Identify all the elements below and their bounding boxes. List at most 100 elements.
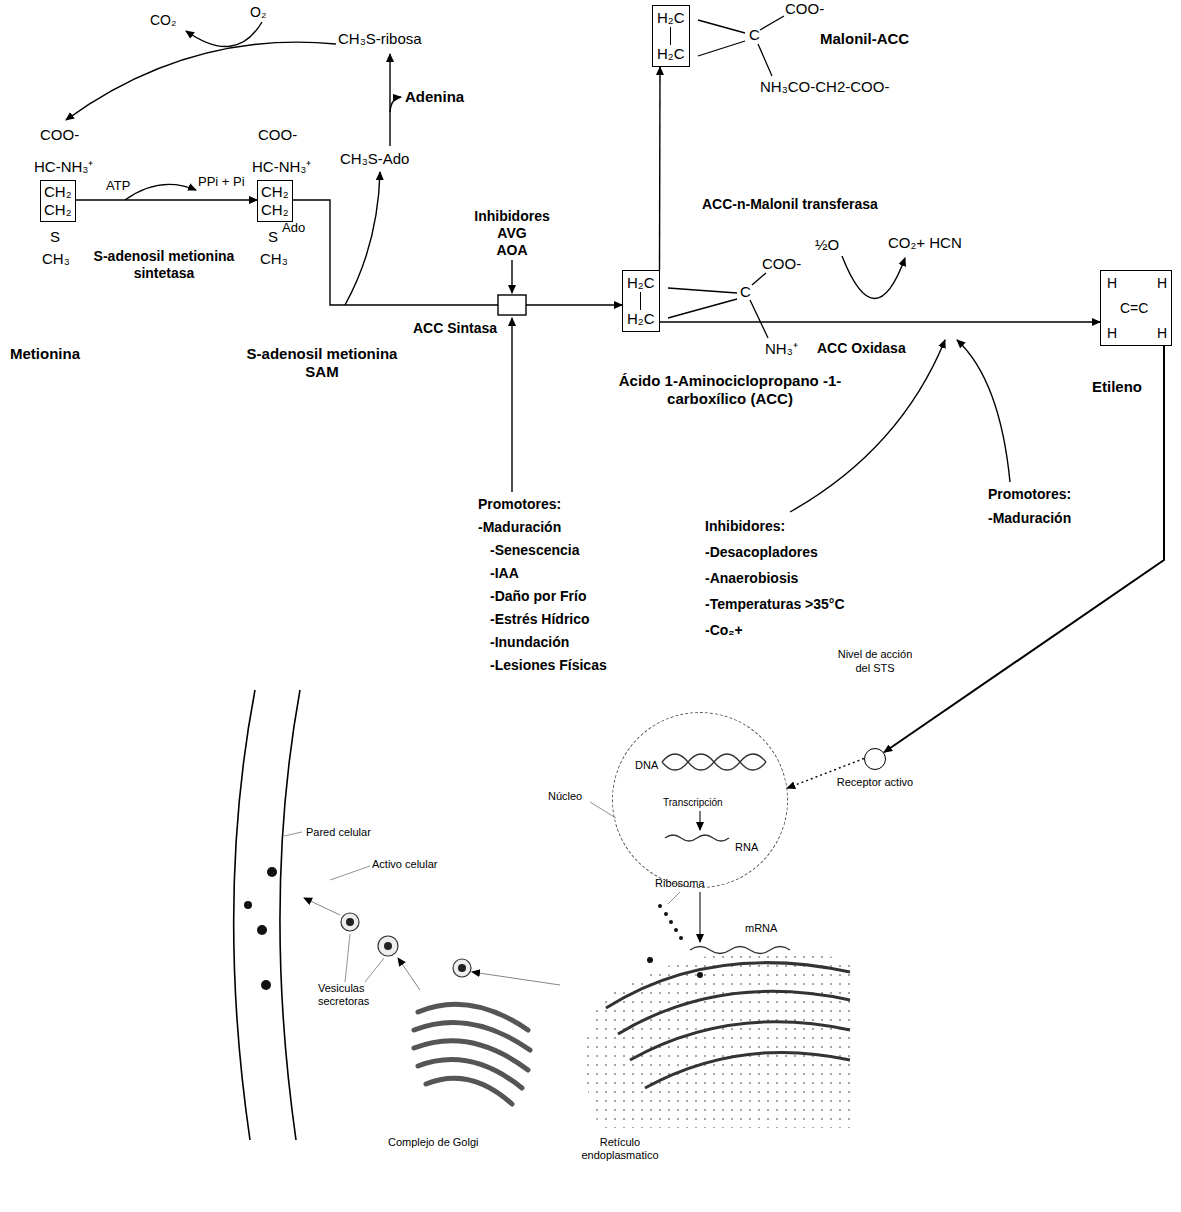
reaction-arrow — [957, 340, 1010, 482]
dna-helix — [662, 754, 766, 841]
golgi-complex — [414, 1004, 530, 1104]
atom-text: H — [1107, 275, 1117, 291]
receptor-text: Receptor activo — [830, 776, 920, 790]
label-text: -Temperaturas >35°C — [705, 596, 845, 613]
label-text: -Lesiones Físicas — [490, 657, 607, 674]
label-text: Retículo endoplasmatico — [560, 1136, 680, 1162]
reaction-arrow — [389, 54, 390, 146]
ribosome — [679, 936, 683, 940]
golgi-complex — [414, 1041, 528, 1070]
nucleus-text: RNA — [735, 841, 758, 853]
leader-line — [345, 934, 350, 982]
label-text: COO- — [785, 0, 824, 18]
label-text: -Senescencia — [490, 542, 580, 559]
leader-line — [284, 832, 302, 836]
chemical-bond — [668, 16, 784, 338]
label-text: O₂ — [250, 4, 266, 21]
reaction-arrow — [659, 67, 661, 270]
label-text: S — [50, 228, 60, 246]
mrna — [699, 892, 700, 942]
reaction-arrow — [390, 97, 401, 112]
vesicle-core — [346, 918, 466, 972]
dna-helix — [662, 754, 766, 770]
label-text: Metionina — [10, 345, 80, 363]
structure-box: HHC=CHH — [1100, 270, 1172, 346]
secretory-vesicle — [341, 913, 471, 977]
leader-line — [284, 802, 680, 982]
label-text: COO- — [258, 126, 297, 144]
ribosome — [647, 957, 653, 963]
label-text: PPi + Pi — [198, 174, 245, 190]
cell-wall — [280, 690, 300, 1140]
dna-helix — [665, 835, 729, 841]
label-text: -Co₂+ — [705, 622, 743, 639]
enzyme-label: ACC Oxidasa — [815, 340, 908, 357]
receptor-node: Nivel de acción del STS Receptor activo — [830, 648, 920, 789]
label-text: CH₃S-ribosa — [338, 30, 422, 48]
label-text: Núcleo — [548, 790, 582, 803]
leader-line — [668, 892, 680, 904]
transport-arrow — [398, 958, 420, 990]
intermediate-box — [498, 295, 526, 315]
secretion-granule — [261, 980, 271, 990]
label-text: Inhibidores — [462, 208, 562, 225]
label-text: -Maduración — [478, 519, 561, 536]
label-text: ½O — [815, 236, 839, 254]
reaction-arrow — [345, 172, 380, 305]
ring-bond — [640, 292, 641, 310]
vesicle-core — [384, 942, 392, 950]
ribosome — [674, 928, 678, 932]
label-text: AVG — [462, 225, 562, 242]
label-text: -Estrés Hídrico — [490, 611, 590, 628]
label-text: C — [749, 26, 760, 44]
reaction-arrow — [511, 260, 512, 293]
group-text: H₂C — [657, 9, 685, 27]
secretion-granule — [244, 867, 277, 990]
ribosome — [658, 904, 662, 908]
chemical-bond — [668, 288, 737, 293]
label-text: Ácido 1-Aminociclopropano -1-carboxílico… — [595, 372, 865, 408]
label-text: S-adenosil metionina SAM — [235, 345, 410, 381]
endoplasmic-reticulum — [585, 951, 850, 1128]
mrna — [690, 892, 790, 954]
group-text: CH₂ — [44, 201, 72, 219]
reaction-arrow — [76, 199, 258, 200]
receptor-circle — [864, 748, 886, 770]
cell-wall — [234, 690, 255, 1140]
label-text: Ado — [282, 220, 305, 236]
reaction-arrow — [790, 340, 945, 512]
reaction-arrow — [511, 318, 512, 492]
ring-bond — [670, 27, 671, 45]
label-text: AOA — [462, 242, 562, 259]
label-text: HC-NH₃⁺ — [252, 158, 311, 176]
structure-box: CH₂CH₂ — [40, 180, 76, 222]
leader-line — [365, 958, 384, 982]
reaction-arrow — [125, 184, 196, 200]
secretion-granule — [257, 925, 267, 935]
group-text: CH₂ — [44, 183, 72, 201]
receptor-text: Nivel de acción del STS — [830, 648, 920, 676]
chemical-bond — [668, 299, 737, 318]
label-text: Pared celular — [306, 826, 371, 839]
group-text: CH₂ — [261, 201, 289, 219]
label-text: COO- — [762, 255, 801, 273]
reaction-arrow — [660, 321, 1101, 322]
label-text: Vesiculas secretoras — [318, 982, 388, 1008]
ribosome — [669, 920, 673, 924]
nucleus-circle: DNATranscripciónRNA — [612, 712, 788, 888]
group-text: H₂C — [657, 45, 685, 63]
label-text: mRNA — [745, 922, 777, 935]
endoplasmic-reticulum — [585, 951, 850, 1128]
label-text: Complejo de Golgi — [388, 1136, 479, 1149]
reaction-arrow — [842, 256, 905, 299]
enzyme-label: S-adenosil metionina sintetasa — [80, 248, 249, 282]
ribosome — [647, 904, 703, 978]
chemical-bond — [750, 300, 768, 338]
label-text: Adenina — [405, 88, 464, 106]
label-text: ATP — [106, 178, 130, 194]
label-text: HC-NH₃⁺ — [34, 158, 93, 176]
label-text: Promotores: — [478, 496, 561, 513]
chemical-bond — [760, 16, 784, 30]
